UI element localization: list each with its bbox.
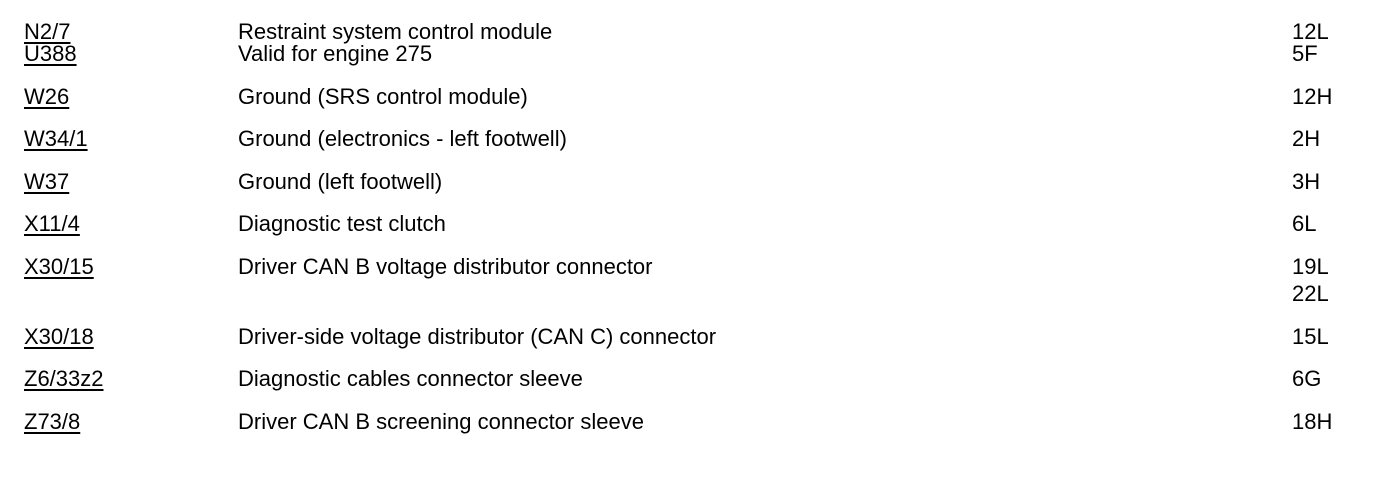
component-location: 12H (1292, 83, 1392, 109)
component-description: Ground (SRS control module) (238, 83, 528, 109)
table-row: Z6/33z2 Diagnostic cables connector slee… (0, 368, 1392, 411)
component-description: Valid for engine 275 (238, 41, 433, 66)
component-description: Diagnostic cables connector sleeve (238, 366, 583, 391)
component-code-link[interactable]: Z73/8 (24, 408, 81, 434)
location-value: 22L (1292, 280, 1329, 306)
location-value: 18H (1292, 408, 1333, 434)
component-code-link[interactable]: W37 (24, 168, 70, 194)
component-location: 2H (1292, 128, 1392, 150)
table-row: X30/18 Driver-side voltage distributor (… (0, 323, 1392, 369)
component-description: Driver-side voltage distributor (CAN C) … (238, 323, 717, 349)
location-value: 19L (1292, 253, 1329, 279)
component-code-link[interactable]: W26 (24, 83, 70, 109)
location-value: 5F (1292, 41, 1318, 66)
location-value: 15L (1292, 323, 1329, 349)
location-value: 6L (1292, 211, 1317, 236)
table-row: Z73/8 Driver CAN B screening connector s… (0, 408, 1392, 454)
component-location: 15L (1292, 323, 1392, 349)
table-row: N2/7 Restraint system control module 12L (0, 0, 1392, 43)
location-value: 12H (1292, 83, 1333, 109)
table-row: W37 Ground (left footwell) 3H (0, 168, 1392, 214)
component-description: Driver CAN B voltage distributor connect… (238, 253, 653, 279)
table-row: U388 Valid for engine 275 5F (0, 43, 1392, 86)
location-value: 2H (1292, 126, 1321, 151)
component-description: Driver CAN B screening connector sleeve (238, 408, 644, 434)
component-description: Restraint system control module (238, 19, 553, 44)
location-value: 6G (1292, 366, 1322, 391)
component-location: 5F (1292, 43, 1392, 65)
component-legend-table: N2/7 Restraint system control module 12L… (0, 0, 1392, 454)
component-code-link[interactable]: X30/15 (24, 253, 94, 279)
component-code-link[interactable]: W34/1 (24, 126, 88, 151)
component-description: Diagnostic test clutch (238, 211, 446, 236)
table-row: X30/15 Driver CAN B voltage distributor … (0, 253, 1392, 326)
table-row: W34/1 Ground (electronics - left footwel… (0, 128, 1392, 171)
location-value: 3H (1292, 168, 1321, 194)
component-description: Ground (electronics - left footwell) (238, 126, 567, 151)
table-row: W26 Ground (SRS control module) 12H (0, 83, 1392, 129)
component-location: 18H (1292, 408, 1392, 434)
component-location: 6L (1292, 213, 1392, 235)
table-row: X11/4 Diagnostic test clutch 6L (0, 213, 1392, 256)
location-value: 12L (1292, 19, 1329, 44)
component-code-link[interactable]: N2/7 (24, 19, 71, 44)
component-description: Ground (left footwell) (238, 168, 443, 194)
component-location: 19L 22L (1292, 253, 1392, 306)
component-location: 12L (1292, 21, 1392, 43)
component-code-link[interactable]: X30/18 (24, 323, 94, 349)
component-code-link[interactable]: X11/4 (24, 211, 80, 236)
component-location: 6G (1292, 368, 1392, 390)
component-code-link[interactable]: Z6/33z2 (24, 366, 104, 391)
component-location: 3H (1292, 168, 1392, 194)
component-code-link[interactable]: U388 (24, 41, 77, 66)
